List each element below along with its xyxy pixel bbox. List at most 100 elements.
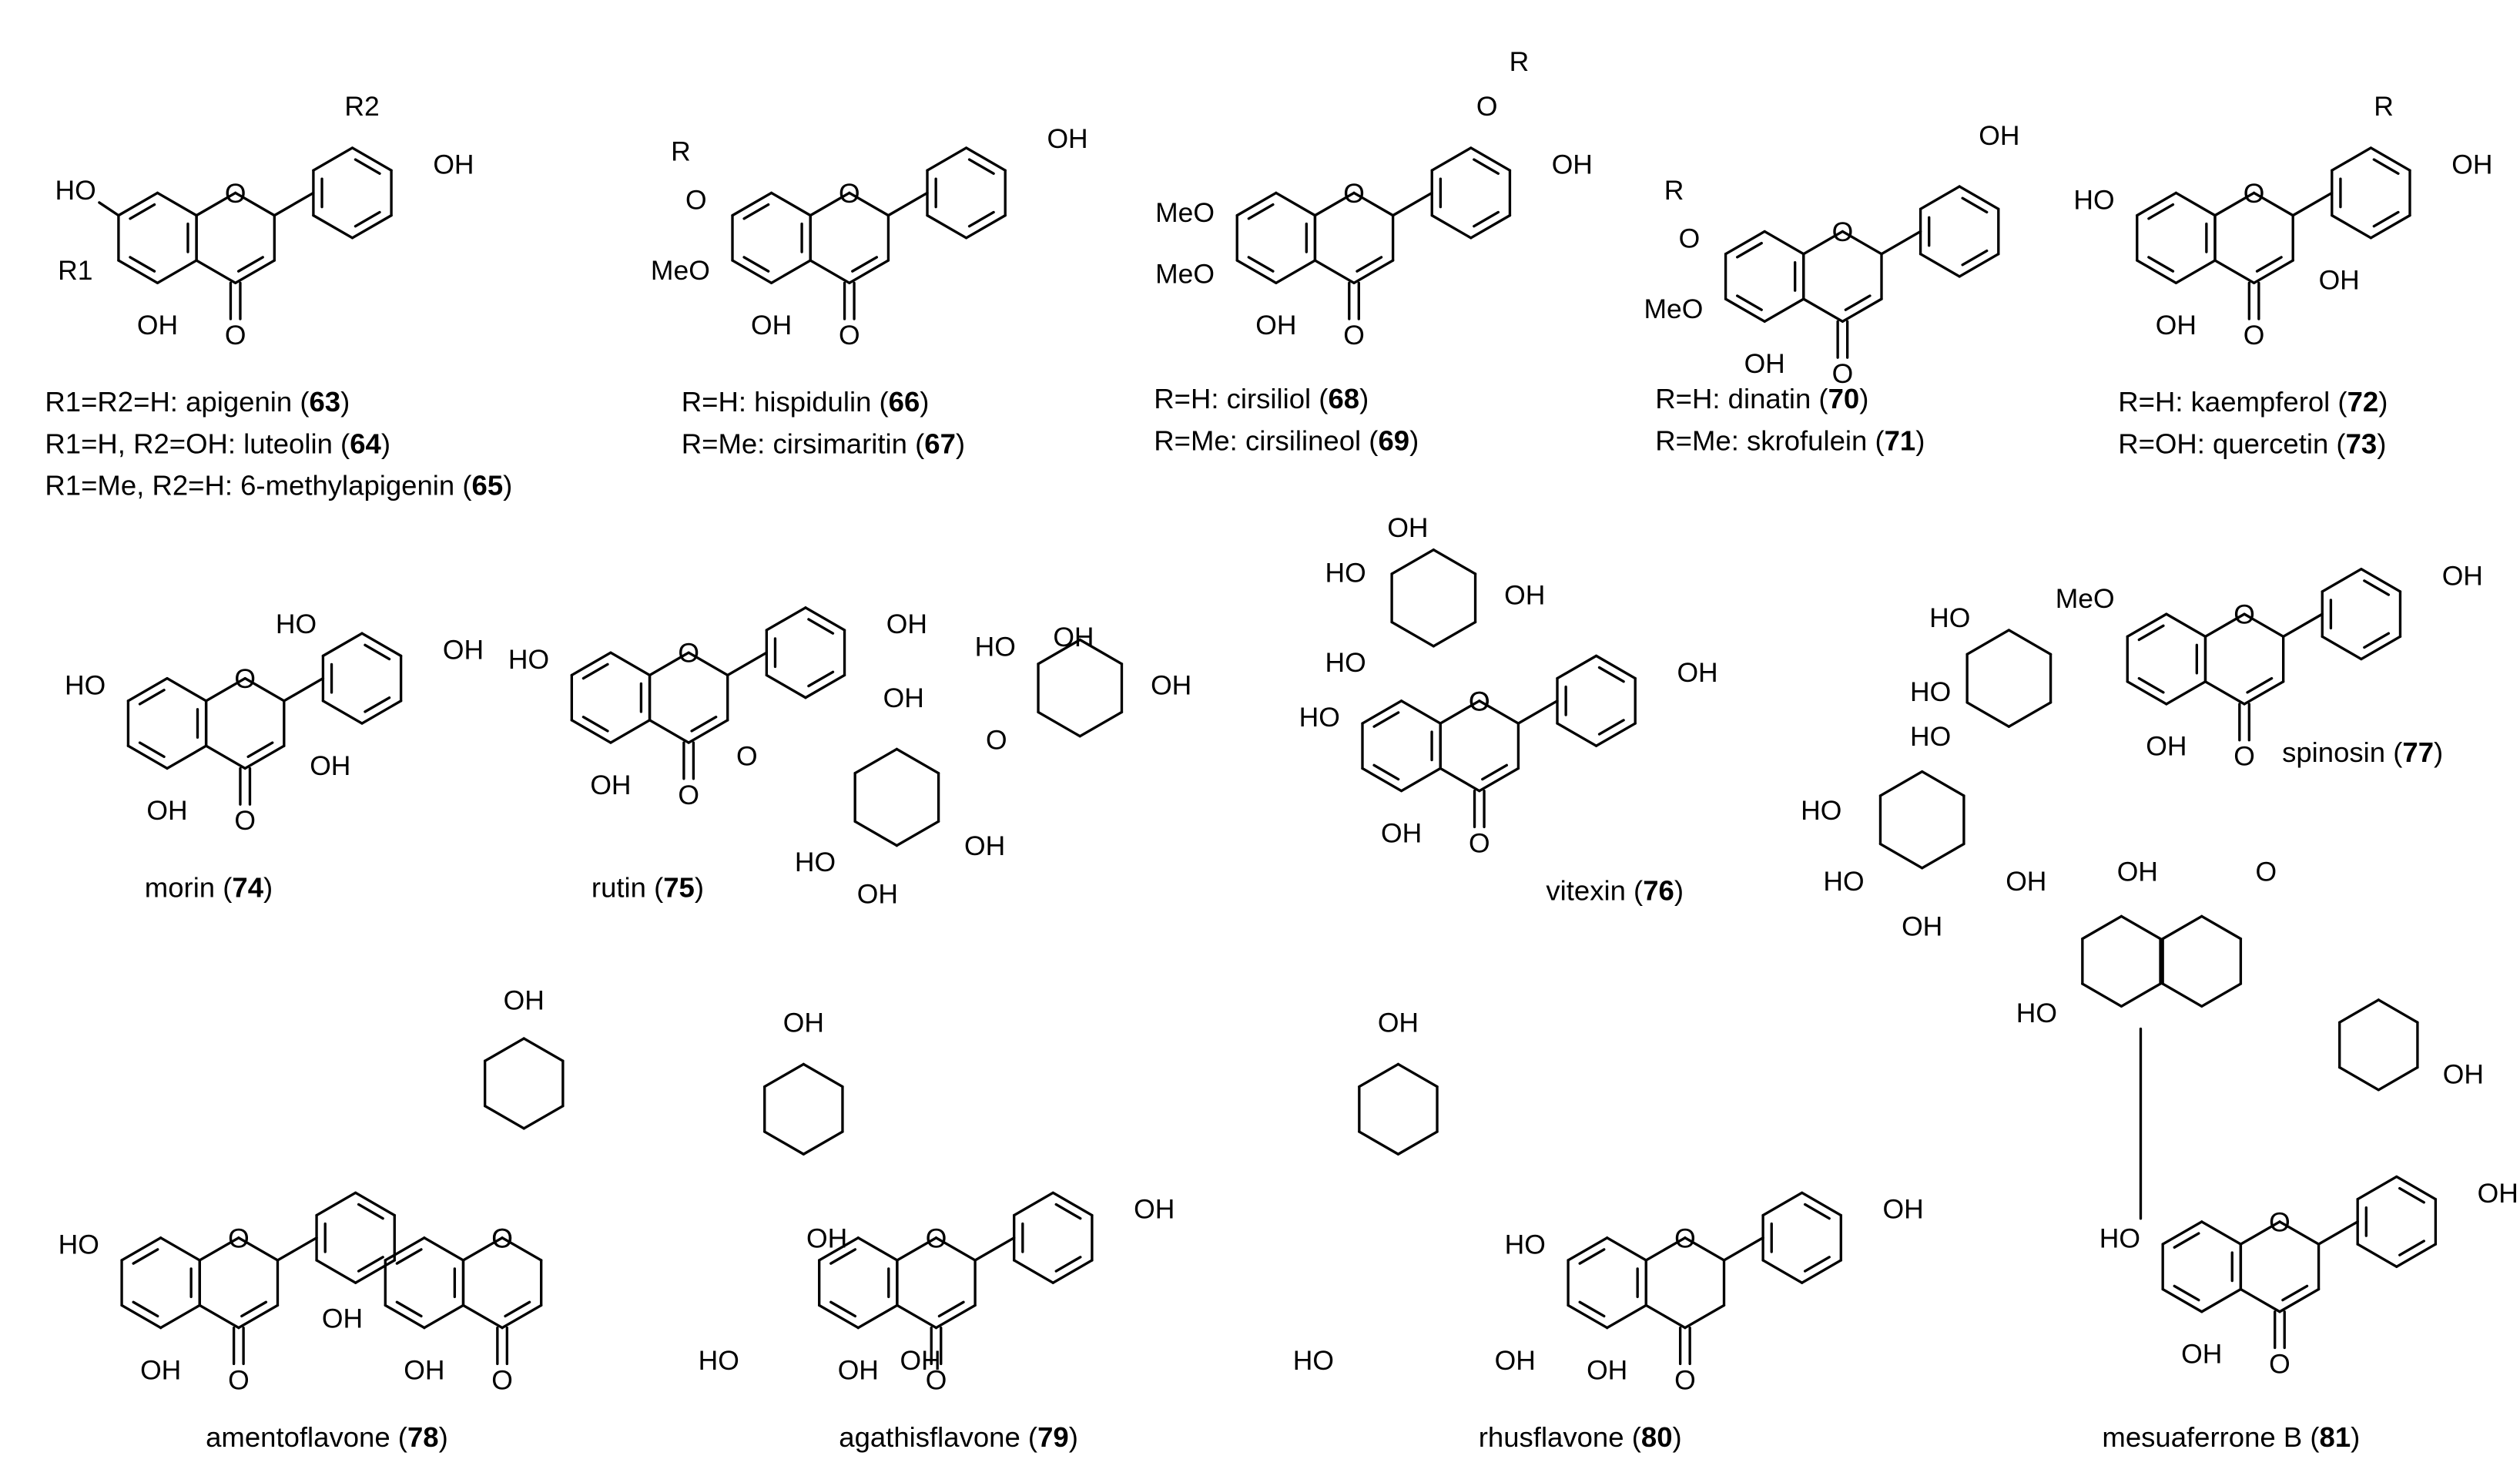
atom-label-oh: OH <box>404 1354 444 1385</box>
ring-bond <box>321 632 364 658</box>
ring-bond <box>2213 191 2256 217</box>
atom-label-o: O <box>491 1223 513 1253</box>
atom-label-oh: OH <box>1053 622 1094 652</box>
b-ring-bond <box>2317 1220 2359 1246</box>
ring-bond <box>1724 297 1766 324</box>
ring-bond <box>1556 654 1598 680</box>
caption-spinosin: spinosin (77) <box>2282 736 2444 769</box>
ring-bond <box>1761 1259 1804 1284</box>
ring-bond <box>895 820 940 847</box>
atom-label-ho: HO <box>1910 721 1951 752</box>
ring-bond <box>2369 213 2411 240</box>
ring-bond <box>1594 722 1637 747</box>
caption-apigenin: R1=R2=H: apigenin (63) <box>45 385 350 418</box>
ring-bond <box>2338 1065 2380 1092</box>
double-bond <box>1736 241 1763 259</box>
atom-label-oh: OH <box>433 149 474 179</box>
ring-bond <box>2136 191 2178 217</box>
atom-label-meo: MeO <box>1155 258 1215 289</box>
carbonyl-oxygen: O <box>1343 320 1365 351</box>
ring-bond <box>1724 230 1766 256</box>
ring-bond <box>159 1303 201 1330</box>
double-bond <box>504 1300 531 1318</box>
ring-bond <box>1352 259 1395 284</box>
ring-bond <box>501 1236 543 1262</box>
atom-label-ho: HO <box>65 669 106 700</box>
ring-bond <box>2239 1220 2281 1246</box>
ring-bond <box>2239 1287 2281 1313</box>
atom-label-r1: R1 <box>58 255 92 286</box>
ring-bond <box>237 1303 280 1330</box>
atom-label-ho: HO <box>1325 557 1366 588</box>
double-bond <box>1473 210 1500 228</box>
ring-bond <box>1396 1130 1439 1156</box>
ring-bond <box>926 146 968 172</box>
caption-agathisflavone: agathisflavone (79) <box>839 1421 1078 1454</box>
double-bond <box>1597 719 1625 736</box>
ring-bond <box>384 1303 426 1330</box>
ring-bond <box>1235 259 1278 284</box>
ring-bond <box>2243 680 2285 706</box>
ring-bond <box>1801 1191 1842 1217</box>
atom-label-oh: OH <box>883 683 924 713</box>
double-bond <box>1803 1203 1831 1220</box>
atom-label-oh: OH <box>1134 1194 1175 1225</box>
caption-rhusflavone: rhusflavone (80) <box>1478 1421 1682 1454</box>
atom-label-ho: HO <box>1299 702 1340 733</box>
atom-label-oh: OH <box>504 985 545 1015</box>
ring-bond <box>1594 654 1637 680</box>
ring-bond <box>1478 699 1520 725</box>
atom-label-ho: HO <box>1929 602 1970 633</box>
ring-bond <box>126 676 169 703</box>
double-bond <box>364 643 391 661</box>
b-ring-bond <box>1722 1236 1764 1262</box>
ring-bond <box>2377 1065 2419 1092</box>
ring-bond <box>1313 259 1356 284</box>
ring-bond <box>2356 1243 2398 1268</box>
double-bond <box>2246 676 2274 694</box>
ring-bond <box>1684 1303 1726 1330</box>
ring-oxygen: O <box>225 178 246 209</box>
ring-bond <box>204 744 246 770</box>
ring-bond <box>765 673 807 699</box>
caption-cirsimaritin: R=Me: cirsimaritin (67) <box>681 428 966 460</box>
atom-label-oh: OH <box>806 1223 847 1253</box>
carbonyl-oxygen: O <box>491 1364 513 1395</box>
ring-bond <box>2126 612 2168 639</box>
ring-bond <box>895 747 940 775</box>
ring-bond <box>2007 701 2053 728</box>
ring-bond <box>1958 185 2000 210</box>
carbonyl-oxygen: O <box>2233 741 2255 772</box>
double-bond <box>2137 624 2165 642</box>
atom-label-oh: OH <box>1552 149 1593 179</box>
atom-label-oh: OH <box>1047 123 1087 154</box>
ring-bond <box>848 259 890 284</box>
ring-bond <box>461 1303 504 1330</box>
ring-bond <box>1469 213 1512 240</box>
double-bond <box>236 256 264 273</box>
atom-label-o: O <box>685 184 707 215</box>
ring-bond <box>804 673 846 699</box>
atom-label-ho: HO <box>2099 1223 2140 1253</box>
carbonyl-oxygen: O <box>1469 827 1490 858</box>
atom-label-r: R <box>671 136 691 167</box>
caption-skrofulein: R=Me: skrofulein (71) <box>1655 424 1925 457</box>
ring-bond <box>1469 146 1512 172</box>
ring-bond <box>2136 259 2178 284</box>
ring-bond <box>2007 629 2053 656</box>
ring-bond <box>156 259 198 284</box>
double-bond <box>246 741 274 758</box>
double-bond <box>581 663 609 680</box>
ring-bond <box>1567 1303 1609 1330</box>
ring-bond <box>2081 914 2123 941</box>
double-bond <box>1578 1248 1606 1265</box>
ring-bond <box>120 1236 163 1262</box>
atom-label-o: O <box>1476 91 1498 122</box>
double-bond <box>742 256 770 273</box>
atom-label-oh: OH <box>1587 1354 1627 1385</box>
ring-bond <box>2369 146 2411 172</box>
ring-bond <box>818 1303 860 1330</box>
ring-bond <box>731 191 773 217</box>
double-bond <box>138 689 166 706</box>
atom-label-ho: HO <box>975 631 1016 662</box>
